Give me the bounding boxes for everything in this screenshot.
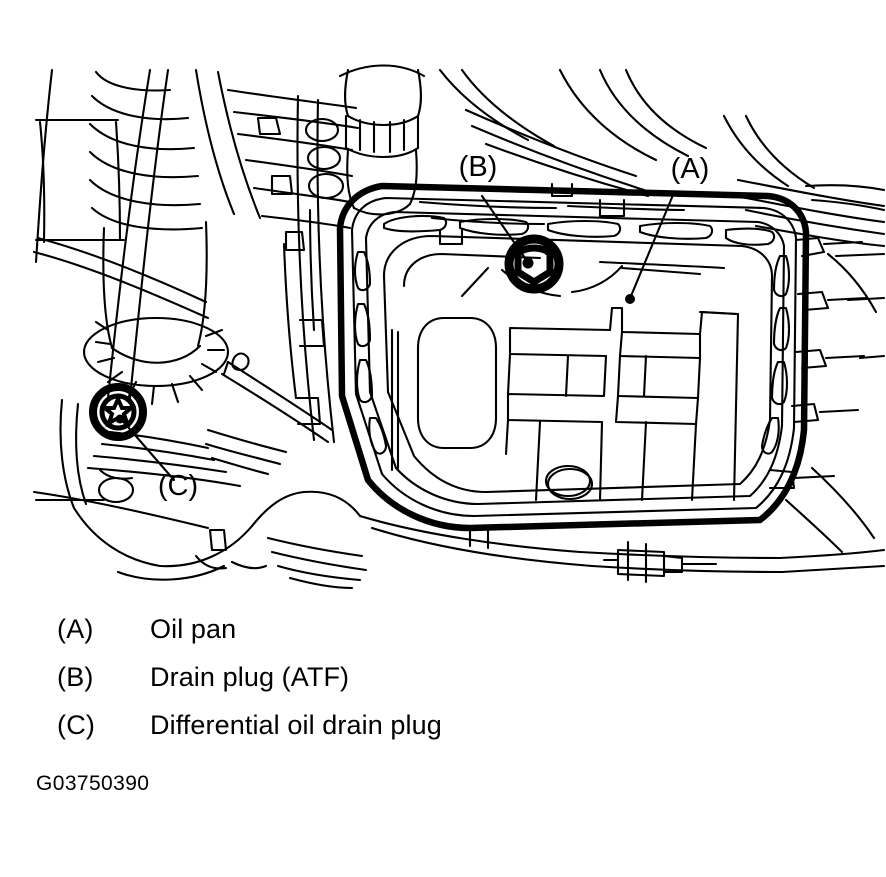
oil-pan-outer-edge (336, 182, 810, 532)
callout-label-c: (C) (158, 470, 198, 502)
figure-reference-code: G03750390 (36, 772, 150, 795)
callout-leader-lines (119, 193, 675, 482)
legend-label-b: Drain plug (ATF) (150, 662, 350, 692)
legend-key-b: (B) (57, 662, 94, 692)
legend-item-c: (C) Differential oil drain plug (0, 701, 886, 749)
leader-line-c (119, 417, 176, 482)
leader-line-a (629, 193, 675, 298)
differential-drain-plug (89, 383, 147, 441)
oil-pan-inner-surface (382, 234, 774, 502)
legend-item-b: (B) Drain plug (ATF) (0, 653, 886, 701)
callout-label-b: (B) (459, 151, 498, 183)
callout-label-a: (A) (671, 153, 710, 185)
legend-item-a: (A) Oil pan (0, 605, 886, 653)
lower-chassis-linework (358, 514, 886, 584)
legend-key-c: (C) (57, 710, 96, 740)
upper-right-linework (834, 252, 886, 360)
legend-label-a: Oil pan (150, 614, 237, 644)
legend-label-c: Differential oil drain plug (150, 710, 442, 740)
legend-key-a: (A) (57, 614, 94, 644)
leader-line-b (480, 194, 529, 263)
oil-pan-flange (350, 184, 886, 554)
background-engine-linework (32, 64, 886, 590)
legend: (A) Oil pan (B) Drain plug (ATF) (C) Dif… (0, 605, 886, 749)
oil-pan-illustration: (A) (B) (C) (32, 64, 886, 590)
callout-leader-dots (625, 294, 635, 304)
